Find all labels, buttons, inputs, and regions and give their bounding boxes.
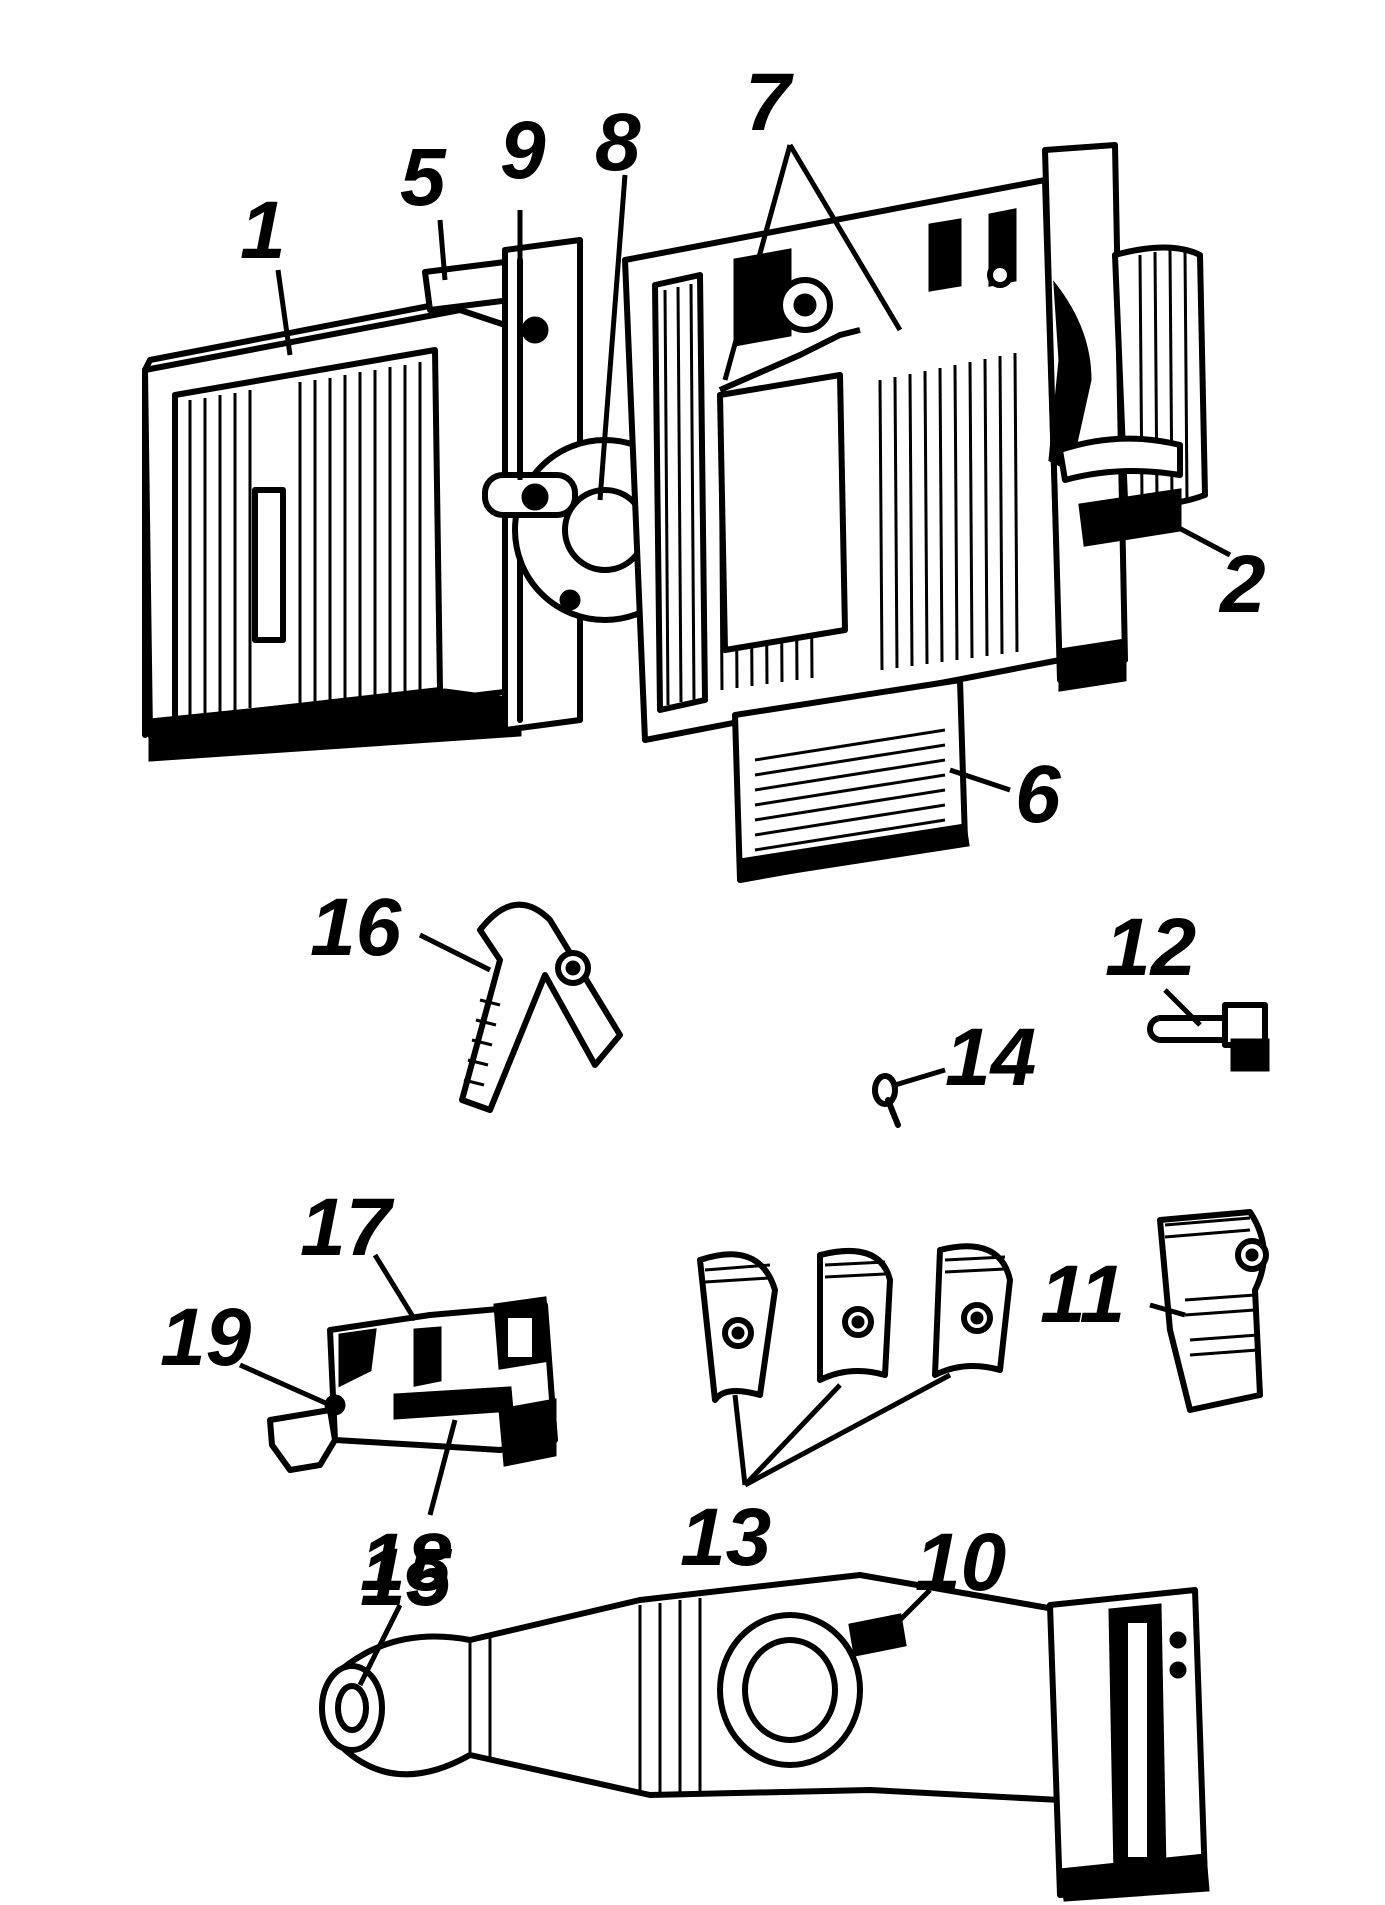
part-14-screw	[872, 1073, 901, 1128]
part-17-block	[267, 1296, 558, 1473]
part-6-bottom-flap	[732, 677, 970, 883]
label-15: 15	[360, 1532, 453, 1623]
central-plate	[622, 177, 1063, 743]
label-14: 14	[945, 1012, 1036, 1103]
part-10-arm	[319, 1572, 1210, 1902]
part-13-segments	[697, 1243, 1013, 1403]
part-2-hinge-bracket	[1042, 142, 1208, 692]
label-12: 12	[1105, 902, 1196, 993]
part-5-lug	[422, 259, 513, 313]
label-10: 10	[915, 1517, 1006, 1608]
label-18: 18	[360, 1517, 452, 1608]
label-1: 1	[240, 185, 286, 276]
label-2: 2	[1218, 539, 1266, 630]
segment-1	[697, 1251, 778, 1403]
main-housing-assembly	[142, 142, 1208, 883]
part-labels: 1 2 5 6 7 8 9 10 11 12 13 14 15 16 17 18…	[160, 57, 1266, 1623]
label-13: 13	[680, 1492, 771, 1583]
leader-lines	[238, 143, 1232, 1687]
label-19: 19	[160, 1292, 252, 1383]
segment-2	[817, 1247, 893, 1383]
label-16: 16	[310, 882, 403, 973]
label-5: 5	[400, 132, 447, 223]
label-9: 9	[500, 105, 546, 196]
part-11-latch	[1157, 1209, 1269, 1413]
part-12-pin	[1147, 1002, 1270, 1072]
segment-3	[932, 1243, 1013, 1378]
label-8: 8	[595, 97, 641, 188]
label-11: 11	[1040, 1249, 1125, 1340]
label-17: 17	[300, 1182, 395, 1273]
label-7: 7	[745, 57, 794, 148]
label-6: 6	[1015, 749, 1062, 840]
part-16-spring-clip	[459, 901, 623, 1113]
part-1-box-body	[142, 297, 523, 762]
